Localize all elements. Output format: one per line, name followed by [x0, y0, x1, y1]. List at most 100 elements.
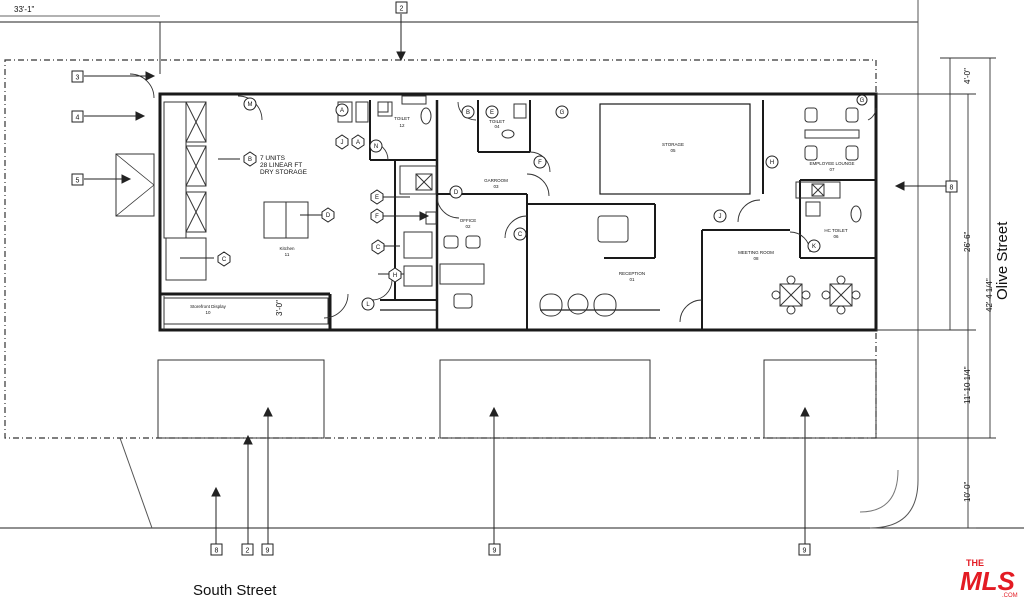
olive-street-label: Olive Street — [994, 221, 1011, 300]
svg-text:N: N — [374, 144, 378, 150]
tag-g-1: G — [555, 105, 569, 119]
tag-g-2: G — [856, 94, 868, 106]
room-toilet-num: 12 — [399, 123, 405, 128]
equipment-note-line-3: DRY STORAGE — [260, 169, 308, 176]
svg-text:C: C — [518, 232, 523, 238]
tag-n: N — [369, 139, 383, 153]
room-lounge-num: 07 — [829, 167, 835, 172]
room-toilet-2-num: 04 — [494, 124, 500, 129]
tag-f-2: F — [533, 155, 547, 169]
svg-text:M: M — [248, 102, 253, 108]
keynote-boxes — [71, 1, 958, 556]
room-garroom-num: 03 — [493, 184, 499, 189]
tag-h-2: H — [765, 155, 779, 169]
tag-j-1: J — [335, 134, 349, 150]
svg-text:B: B — [466, 110, 470, 116]
svg-text:D: D — [326, 213, 331, 219]
tag-k: K — [807, 239, 821, 253]
tag-d-1: D — [321, 207, 335, 223]
tag-e-2: E — [485, 105, 499, 119]
dim-right-total: 42'-4 1/4" — [985, 278, 994, 312]
room-reception-name: RECEPTION — [619, 271, 645, 276]
keynote-leaders — [84, 14, 946, 544]
tag-e-1: E — [370, 189, 384, 205]
keynote-left-3: 5 — [76, 178, 80, 185]
svg-text:G: G — [560, 110, 565, 116]
keynote-left-1: 3 — [76, 75, 80, 82]
tag-m: M — [243, 97, 257, 111]
keynote-top: 2 — [400, 6, 404, 13]
room-display-name: Storefront Display — [190, 304, 227, 309]
svg-text:H: H — [770, 160, 774, 166]
room-garroom-name: GARROOM — [484, 178, 508, 183]
svg-text:E: E — [375, 195, 379, 201]
room-office-num: 02 — [465, 224, 471, 229]
logo-top: THE — [966, 558, 984, 568]
equipment-note-line-1: 7 UNITS — [260, 155, 286, 162]
building-walls — [158, 92, 878, 332]
keynote-bottom-5: 9 — [803, 548, 807, 555]
dim-left-wall: 3'-0" — [275, 300, 284, 316]
tag-c-1: C — [217, 251, 231, 267]
svg-text:F: F — [538, 160, 542, 166]
dimension-lines — [163, 57, 996, 529]
door-swings — [129, 73, 877, 323]
mls-logo: THE MLS .COM — [960, 558, 1018, 599]
keynote-bottom-3: 9 — [266, 548, 270, 555]
room-display-num: 10 — [205, 310, 211, 315]
tag-f-1: F — [370, 208, 384, 224]
room-hc-toilet-num: 06 — [833, 234, 839, 239]
room-lounge-name: EMPLOYEE LOUNGE — [809, 161, 854, 166]
room-meeting-num: 08 — [753, 256, 759, 261]
tag-a-2: A — [351, 134, 365, 150]
svg-text:C: C — [222, 257, 227, 263]
room-meeting-name: MEETING ROOM — [738, 250, 774, 255]
svg-text:L: L — [366, 302, 370, 308]
equipment-tags: A A B B C C C D D E E F F G G H H J J K … — [217, 94, 868, 311]
svg-text:G: G — [860, 98, 865, 104]
svg-text:D: D — [454, 190, 459, 196]
svg-text:J: J — [341, 140, 344, 146]
tag-h-1: H — [388, 267, 402, 283]
tag-d-2: D — [449, 185, 463, 199]
room-storage-name: STORAGE — [662, 142, 684, 147]
room-hc-toilet-name: HC TOILET — [824, 228, 848, 233]
tag-c-3: C — [513, 227, 527, 241]
tag-j-2: J — [713, 209, 727, 223]
dim-right-lower: 11'-10 1/4" — [963, 366, 972, 404]
furniture — [377, 101, 862, 317]
tag-b-2: B — [461, 105, 475, 119]
room-storage-num: 05 — [670, 148, 676, 153]
dim-right-top: 4'-0" — [963, 68, 972, 84]
equipment-note-line-2: 28 LINEAR FT — [260, 162, 302, 169]
keynote-left-2: 4 — [76, 115, 80, 122]
room-kitchen-name: Kitchen — [279, 246, 295, 251]
room-office-name: OFFICE — [460, 218, 477, 223]
svg-text:F: F — [375, 214, 379, 220]
dim-right-mid: 26'-6" — [963, 231, 972, 252]
room-toilet-name: TOILET — [394, 116, 410, 121]
svg-text:E: E — [490, 110, 494, 116]
keynote-bottom-1: 8 — [215, 548, 219, 555]
logo-suffix: .COM — [1002, 593, 1018, 599]
tag-b-1: B — [243, 151, 257, 167]
keynote-bottom-2: 2 — [246, 548, 250, 555]
room-kitchen-num: 11 — [285, 252, 290, 257]
tag-l: L — [361, 297, 375, 311]
svg-text:J: J — [719, 214, 722, 220]
tag-c-2: C — [371, 239, 385, 255]
svg-text:A: A — [356, 140, 360, 146]
svg-text:C: C — [376, 245, 381, 251]
svg-text:A: A — [340, 108, 344, 114]
keynote-bottom-4: 9 — [493, 548, 497, 555]
parking-areas — [157, 359, 877, 439]
logo-main: MLS — [960, 566, 1016, 596]
room-reception-num: 01 — [629, 277, 635, 282]
svg-text:H: H — [393, 273, 397, 279]
svg-text:B: B — [248, 157, 252, 163]
dim-top-left: 33'-1" — [14, 5, 35, 14]
tag-a-1: A — [335, 103, 349, 117]
keynote-right: 8 — [950, 185, 954, 192]
south-street-label: South Street — [193, 582, 277, 599]
